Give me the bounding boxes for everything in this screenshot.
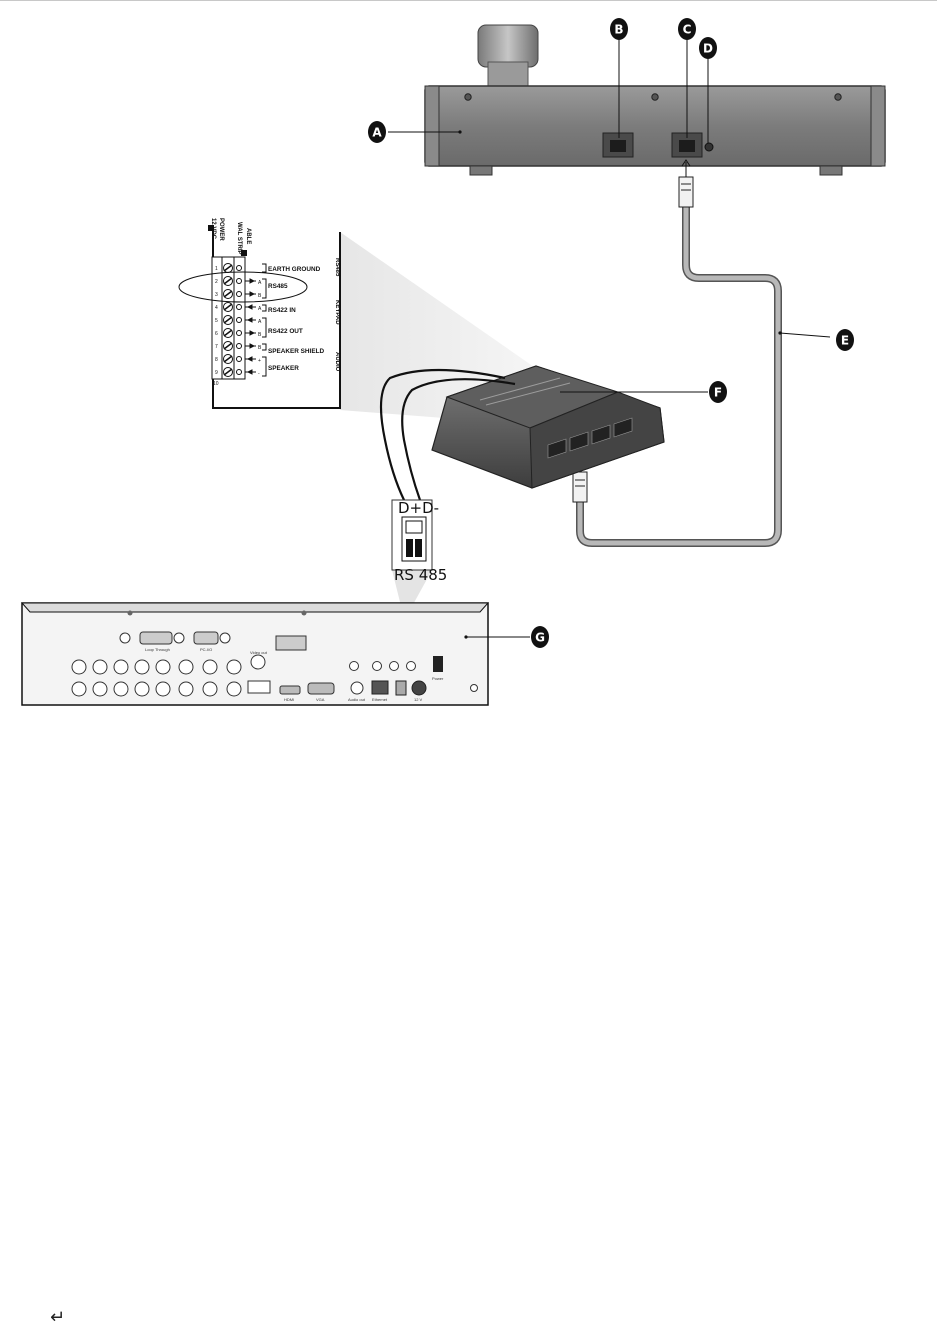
svg-text:G: G xyxy=(535,631,545,645)
svg-text:WAL STRIP: WAL STRIP xyxy=(236,222,242,255)
terminal-block-inset: ABLE WAL STRIP POWER 12 VDC 1 2 3 4 5 6 … xyxy=(178,218,341,409)
network-cable-e xyxy=(572,159,782,547)
svg-text:SPEAKER SHIELD: SPEAKER SHIELD xyxy=(268,348,324,355)
svg-text:Power: Power xyxy=(432,676,444,681)
connection-diagram: A B C D E ABLE xyxy=(20,18,886,706)
terminal-pin-numbers: 1 2 3 4 5 6 7 8 9 10 xyxy=(213,266,219,387)
svg-text:3: 3 xyxy=(215,292,218,298)
svg-text:+: + xyxy=(258,358,261,364)
svg-text:6: 6 xyxy=(215,331,218,337)
terminal-arrows xyxy=(245,278,256,375)
svg-text:A: A xyxy=(372,126,382,140)
svg-text:8: 8 xyxy=(215,357,218,363)
svg-text:RS 485: RS 485 xyxy=(394,566,447,584)
svg-text:12 V: 12 V xyxy=(414,697,423,702)
svg-text:Loop Through: Loop Through xyxy=(145,647,170,652)
keyboard-rear-panel xyxy=(424,24,886,176)
rs485-connector: D+D- RS 485 xyxy=(391,499,447,610)
svg-text:RS422 IN: RS422 IN xyxy=(268,307,296,314)
terminal-side-labels: RS485 KEYPAD AUDIO xyxy=(334,232,341,372)
svg-text:1: 1 xyxy=(215,266,218,272)
page-top-rule xyxy=(0,0,937,1)
svg-text:SPEAKER: SPEAKER xyxy=(268,365,299,372)
callout-b: B xyxy=(610,18,628,40)
svg-text:5: 5 xyxy=(215,318,218,324)
svg-text:4: 4 xyxy=(215,305,218,311)
svg-text:A: A xyxy=(258,319,262,325)
dvr-rear-panel: Loop Through PC-I/O Video out HDMI VGA A… xyxy=(20,602,490,706)
svg-text:-: - xyxy=(258,371,260,377)
svg-text:C: C xyxy=(683,23,692,37)
svg-text:RS485: RS485 xyxy=(334,258,340,277)
svg-text:Video out: Video out xyxy=(250,650,268,655)
svg-text:B: B xyxy=(258,293,262,299)
terminal-pin-letters: A B A B A B + - xyxy=(258,280,262,377)
callout-e: E xyxy=(836,329,854,351)
svg-text:ABLE: ABLE xyxy=(245,228,251,244)
rj45-port-b xyxy=(602,132,634,158)
svg-text:10: 10 xyxy=(213,381,219,387)
svg-text:B: B xyxy=(614,23,623,37)
paragraph-return-mark: ↵ xyxy=(50,1307,66,1328)
svg-text:RS485: RS485 xyxy=(268,283,288,290)
junction-box-ports xyxy=(547,417,633,459)
svg-text:A: A xyxy=(258,306,262,312)
svg-text:PC-I/O: PC-I/O xyxy=(200,647,212,652)
svg-text:VGA: VGA xyxy=(316,697,325,702)
power-jack-d xyxy=(704,142,714,152)
svg-text:B: B xyxy=(258,332,262,338)
svg-text:A: A xyxy=(258,280,262,286)
callout-a: A xyxy=(368,121,386,143)
svg-text:F: F xyxy=(714,386,722,400)
rs485-highlight-ellipse xyxy=(178,271,308,303)
svg-text:HDMI: HDMI xyxy=(284,697,294,702)
bnc-inputs xyxy=(71,632,266,697)
svg-text:KEYPAD: KEYPAD xyxy=(334,300,340,325)
svg-text:2: 2 xyxy=(215,279,218,285)
svg-text:EARTH GROUND: EARTH GROUND xyxy=(268,266,321,273)
svg-text:D+D-: D+D- xyxy=(398,499,439,517)
callout-d: D xyxy=(699,37,717,59)
callout-f: F xyxy=(709,381,727,403)
svg-text:Audio out: Audio out xyxy=(348,697,366,702)
terminal-brackets xyxy=(262,263,267,377)
terminal-screws xyxy=(223,263,242,377)
terminal-header-labels: ABLE WAL STRIP POWER 12 VDC xyxy=(208,218,251,256)
svg-text:D: D xyxy=(703,42,713,56)
junction-box-f xyxy=(431,365,665,489)
svg-text:RS422 OUT: RS422 OUT xyxy=(268,328,303,335)
svg-text:Ethernet: Ethernet xyxy=(372,697,388,702)
callout-g: G xyxy=(531,626,549,648)
svg-text:POWER: POWER xyxy=(218,218,224,241)
callout-c: C xyxy=(678,18,696,40)
svg-text:B: B xyxy=(258,345,262,351)
svg-text:E: E xyxy=(841,334,849,348)
terminal-signal-labels: EARTH GROUND RS485 RS422 IN RS422 OUT SP… xyxy=(268,266,324,372)
rs485-wires xyxy=(379,368,516,501)
svg-text:9: 9 xyxy=(215,370,218,376)
zoom-indicator xyxy=(340,232,560,420)
svg-text:7: 7 xyxy=(215,344,218,350)
dvr-port-labels: Loop Through PC-I/O Video out HDMI VGA A… xyxy=(145,647,444,702)
svg-text:AUDIO: AUDIO xyxy=(334,352,340,372)
